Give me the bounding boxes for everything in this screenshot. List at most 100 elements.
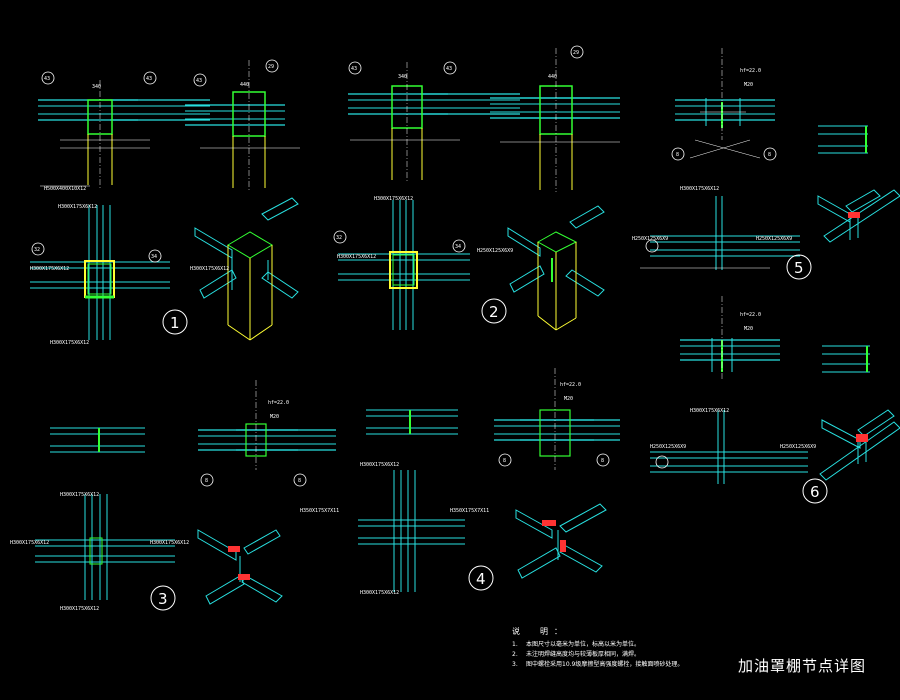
callout-32: 32 <box>333 230 347 244</box>
svg-text:8: 8 <box>503 458 506 464</box>
callout-43-left: 43 <box>348 61 362 75</box>
callout-8-right: 8 <box>596 453 610 467</box>
plan-detail-1: 32 34 H300X175X6X12 H300X175X6X12 H300X1… <box>30 204 188 346</box>
note-item: 1.本图尺寸以毫米为单位，标高以米为单位。 <box>512 641 641 648</box>
svg-text:5: 5 <box>794 259 804 277</box>
svg-text:H250X125X6X9: H250X125X6X9 <box>780 444 816 450</box>
svg-text:hf=22.0: hf=22.0 <box>740 312 761 318</box>
svg-text:H250X125X6X9: H250X125X6X9 <box>632 236 668 242</box>
svg-text:H300X175X6X12: H300X175X6X12 <box>150 540 189 546</box>
isometric-detail-3 <box>197 529 283 605</box>
svg-text:H300X175X6X12: H300X175X6X12 <box>60 606 99 612</box>
svg-text:8: 8 <box>601 458 604 464</box>
svg-text:340: 340 <box>92 84 101 90</box>
plan-detail-3: H300X175X6X12 H300X175X6X12 H300X175X6X1… <box>10 492 189 612</box>
svg-text:3: 3 <box>158 590 168 608</box>
svg-text:H300X175X6X12: H300X175X6X12 <box>60 492 99 498</box>
elevation-detail-3: 8 8 hf=22.0 M20 <box>197 380 337 487</box>
plan-detail-5: H300X175X6X12 H250X125X6X9 H250X125X6X9 … <box>632 186 812 280</box>
svg-text:H300X175X6X12: H300X175X6X12 <box>190 266 229 272</box>
callout-8-right: 8 <box>293 473 307 487</box>
section-detail-5 <box>818 125 868 154</box>
svg-text:8: 8 <box>298 478 301 484</box>
svg-text:43: 43 <box>146 76 152 82</box>
svg-text:H300X175X6X12: H300X175X6X12 <box>690 408 729 414</box>
svg-text:34: 34 <box>455 244 461 250</box>
callout-8-left: 8 <box>200 473 214 487</box>
svg-text:H300X175X6X12: H300X175X6X12 <box>374 196 413 202</box>
callout-43-right: 43 <box>143 71 157 85</box>
svg-text:H300X175X6X12: H300X175X6X12 <box>360 462 399 468</box>
svg-text:H250X125X6X9: H250X125X6X9 <box>756 236 792 242</box>
isometric-detail-6 <box>819 409 900 481</box>
section-detail-6 <box>822 345 870 373</box>
svg-text:43: 43 <box>351 66 357 72</box>
detail-number-2: 2 <box>481 298 507 324</box>
callout-32: 32 <box>31 242 45 256</box>
svg-text:H250X125X6X9: H250X125X6X9 <box>650 444 686 450</box>
svg-text:H500X400X10X12: H500X400X10X12 <box>44 186 86 192</box>
detail-number-6: 6 <box>802 478 828 504</box>
elevation-detail-c: 43 43 340 <box>347 61 521 182</box>
svg-text:M20: M20 <box>744 326 753 332</box>
svg-text:34: 34 <box>151 254 157 260</box>
svg-text:H250X125X6X9: H250X125X6X9 <box>477 248 513 254</box>
isometric-detail-2 <box>507 205 605 331</box>
svg-text:440: 440 <box>240 82 249 88</box>
notes-list: 1.本图尺寸以毫米为单位，标高以米为单位。 2.未注明焊缝高度均与较薄板厚相同，… <box>512 640 683 670</box>
svg-text:43: 43 <box>446 66 452 72</box>
isometric-detail-5 <box>817 189 900 243</box>
isometric-detail-4 <box>515 503 607 579</box>
plan-detail-6: H300X175X6X12 H250X125X6X9 H250X125X6X9 … <box>650 408 828 504</box>
svg-text:M20: M20 <box>270 414 279 420</box>
section-detail-4-top <box>366 409 458 435</box>
svg-text:H300X175X6X12: H300X175X6X12 <box>58 204 97 210</box>
svg-text:8: 8 <box>768 152 771 158</box>
callout-29: 29 <box>570 45 584 59</box>
svg-text:32: 32 <box>34 247 40 253</box>
svg-text:H350X175X7X11: H350X175X7X11 <box>300 508 339 514</box>
detail-number-5: 5 <box>786 254 812 280</box>
callout-8-left: 8 <box>671 147 685 161</box>
svg-text:440: 440 <box>548 74 557 80</box>
elevation-detail-a: 43 43 340 H500X400X10X12 <box>37 71 211 192</box>
svg-text:H300X175X6X12: H300X175X6X12 <box>50 340 89 346</box>
callout-43-left: 43 <box>41 71 55 85</box>
svg-text:hf=22.0: hf=22.0 <box>740 68 761 74</box>
svg-text:H300X175X6X12: H300X175X6X12 <box>680 186 719 192</box>
detail-number-1: 1 <box>162 309 188 335</box>
notes-heading: 说 明： <box>512 627 568 636</box>
callout-8-right: 8 <box>763 147 777 161</box>
detail-number-4: 4 <box>468 565 494 591</box>
svg-text:H350X175X7X11: H350X175X7X11 <box>450 508 489 514</box>
svg-text:43: 43 <box>44 76 50 82</box>
svg-text:8: 8 <box>676 152 679 158</box>
svg-text:H300X175X6X12: H300X175X6X12 <box>10 540 49 546</box>
svg-text:29: 29 <box>268 64 274 70</box>
svg-text:340: 340 <box>398 74 407 80</box>
svg-text:29: 29 <box>573 50 579 56</box>
detail-number-3: 3 <box>150 585 176 611</box>
svg-text:2: 2 <box>489 303 499 321</box>
plan-detail-2: 32 34 H300X175X6X12 H300X175X6X12 H250X1… <box>333 196 513 330</box>
elevation-detail-d: 29 440 <box>489 45 621 192</box>
svg-text:hf=22.0: hf=22.0 <box>268 400 289 406</box>
svg-text:4: 4 <box>476 570 486 588</box>
elevation-detail-5: 8 8 hf=22.0 M20 <box>671 48 777 161</box>
svg-text:8: 8 <box>205 478 208 484</box>
svg-text:hf=22.0: hf=22.0 <box>560 382 581 388</box>
svg-text:H300X175X6X12: H300X175X6X12 <box>360 590 399 596</box>
svg-text:1: 1 <box>170 314 180 332</box>
svg-text:32: 32 <box>336 235 342 241</box>
callout-34: 34 <box>452 239 466 253</box>
section-detail-3-top <box>50 427 145 453</box>
svg-text:M20: M20 <box>744 82 753 88</box>
svg-text:43: 43 <box>196 78 202 84</box>
note-item: 3.图中螺栓采用10.9级摩擦型高强度螺栓，接触面喷砂处理。 <box>512 661 684 668</box>
drawing-title: 加油罩棚节点详图 <box>738 657 867 675</box>
plan-detail-4: H300X175X6X12 H350X175X7X11 H350X175X7X1… <box>300 462 494 596</box>
elevation-detail-6: hf=22.0 M20 <box>679 296 781 380</box>
svg-text:H300X175X6X12: H300X175X6X12 <box>337 254 376 260</box>
svg-text:H300X175X6X12: H300X175X6X12 <box>30 266 69 272</box>
